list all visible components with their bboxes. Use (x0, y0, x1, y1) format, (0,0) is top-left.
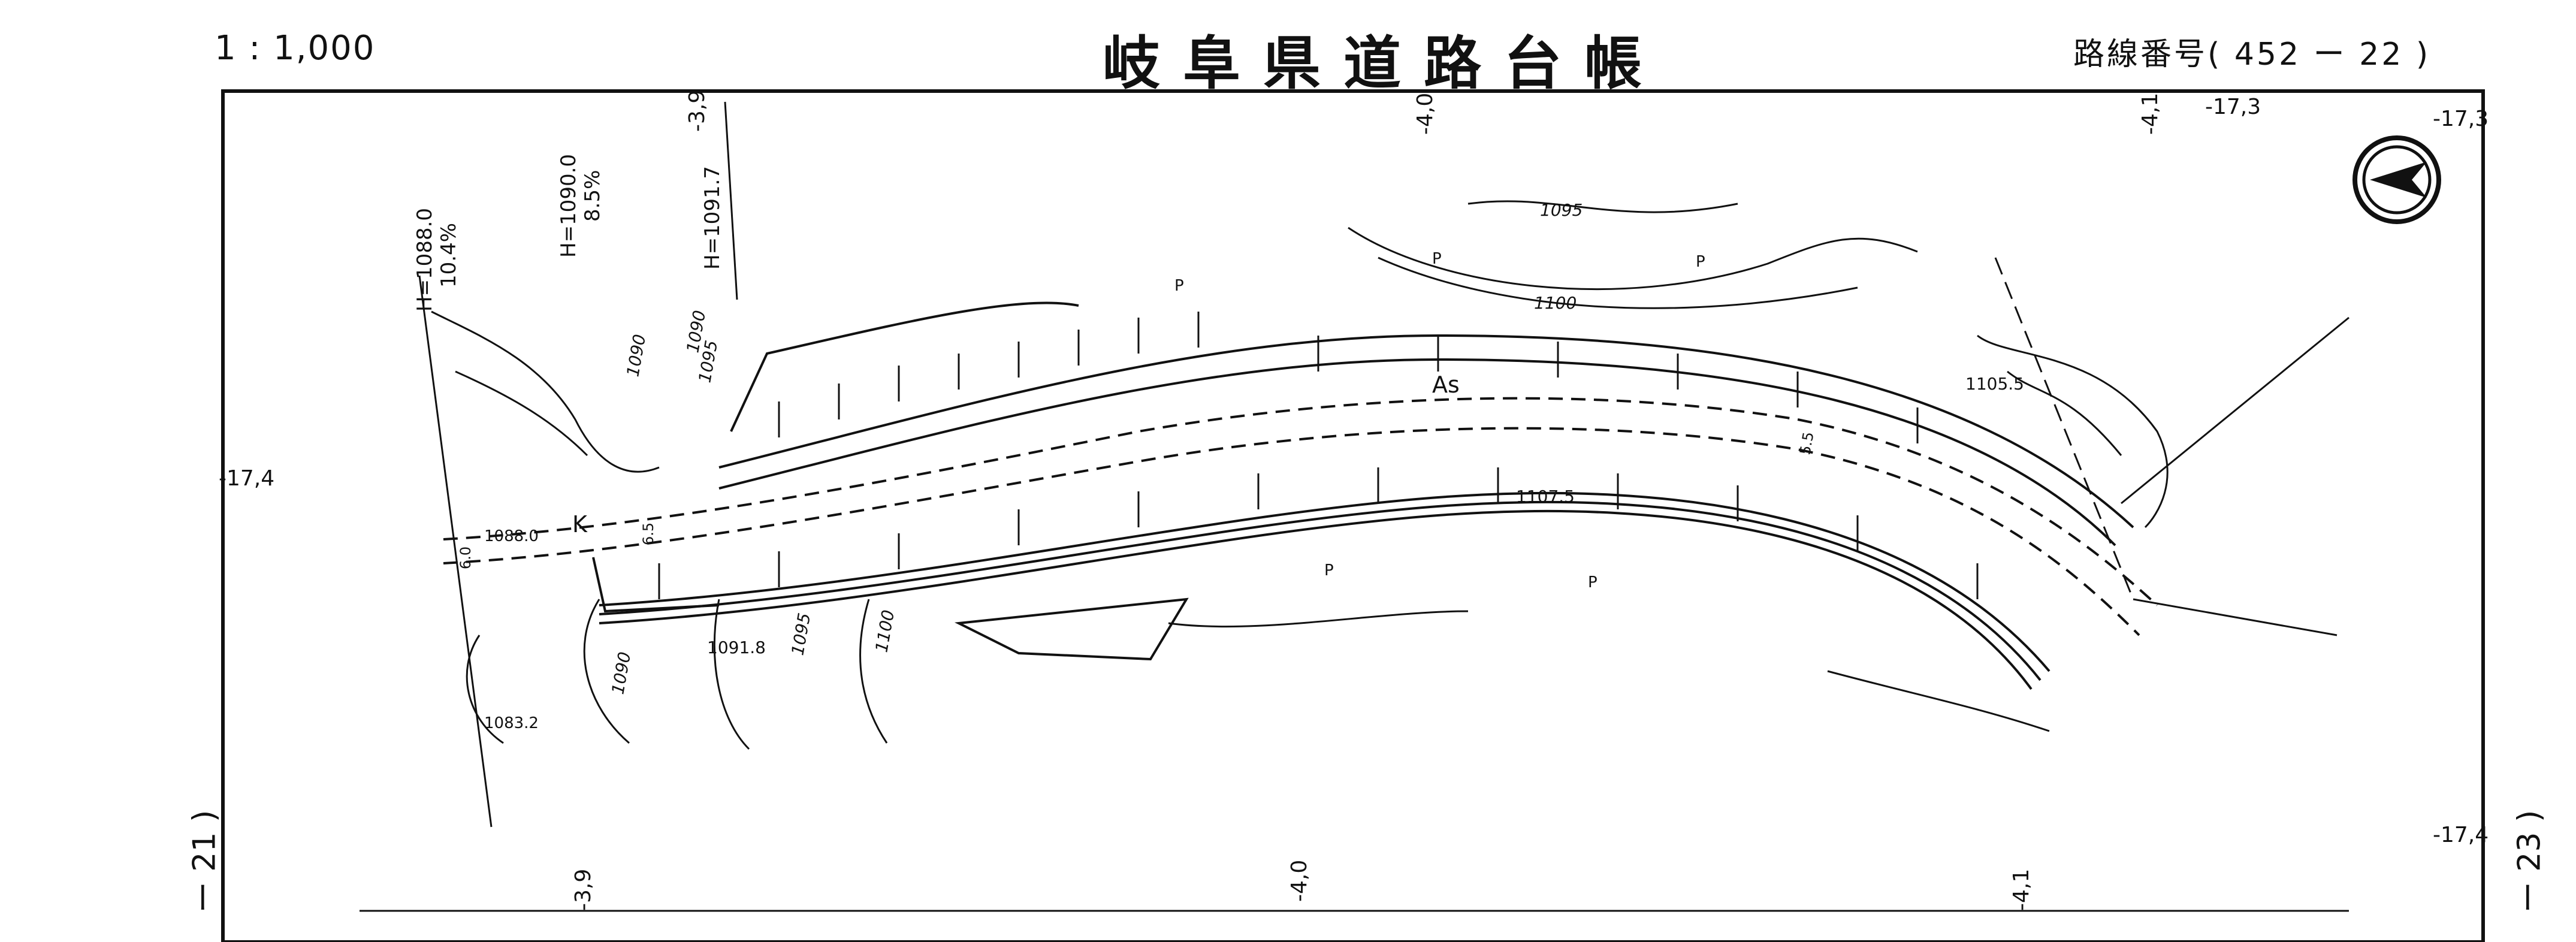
north-arrow-icon (2352, 135, 2441, 224)
curve-elevation: H=1090.0 (557, 154, 581, 258)
top-marker: -17,3 (2205, 95, 2261, 119)
curve-elevation: H=1091.7 (700, 166, 724, 270)
page-title: 岐阜県道路台帳 (1103, 30, 1665, 97)
curve-grade: 10.4% (437, 223, 461, 288)
contour-label: 1090 (623, 333, 650, 378)
road-width: 5.5 (1796, 431, 1817, 456)
contour-lines (431, 200, 2169, 750)
road-width: 6.5 (640, 523, 657, 545)
curve-grade: 8.5% (581, 170, 605, 222)
earthwork-outlines (592, 301, 1189, 661)
side-marker: -17,4 (2433, 823, 2489, 847)
map-labels: -3,9 -4,0 -4,1 -17,3 -17,3 -3,9 -4,0 -4,… (219, 90, 2489, 911)
vegetation-symbol: P (1324, 561, 1334, 579)
contour-label: 1090 (608, 650, 635, 696)
top-marker: -17,3 (2433, 107, 2489, 131)
contour-label: 1095 (1540, 200, 1583, 220)
contour-label: 1100 (871, 608, 898, 654)
map-frame (221, 89, 2485, 942)
top-marker: -4,0 (1413, 93, 1438, 135)
road-type-label: K (572, 511, 588, 538)
top-marker: -3,9 (685, 90, 709, 132)
spot-height: 1091.8 (707, 638, 766, 657)
bottom-marker: -4,0 (1287, 860, 1312, 902)
spot-height: 1088.0 (484, 527, 539, 545)
bottom-marker: -3,9 (571, 869, 596, 911)
contour-label: 1095 (787, 611, 814, 657)
road-width: 6.0 (457, 547, 474, 569)
top-marker: -4,1 (2138, 93, 2163, 135)
vegetation-symbol: P (1432, 250, 1442, 268)
vegetation-symbol: P (1696, 253, 1705, 271)
map-scale: 1 : 1,000 (215, 29, 376, 68)
curve-elevation: H=1088.0 (413, 208, 437, 312)
route-label: 路線番号 (2073, 37, 2208, 73)
road-surface-label: As (1432, 372, 1460, 398)
spot-height: 1083.2 (484, 714, 539, 732)
road-edges (443, 334, 2158, 690)
side-marker: -17,4 (219, 466, 274, 491)
contour-label: 1100 (1534, 293, 1577, 313)
vegetation-symbol: P (1174, 277, 1184, 295)
slope-hatching (658, 312, 1979, 599)
bottom-marker: -4,1 (2009, 869, 2034, 911)
vegetation-symbol: P (1588, 573, 1597, 591)
route-value: ( 452 ー 22 ) (2207, 37, 2431, 73)
spot-height: 1107.5 (1516, 487, 1575, 506)
spot-height: 1105.5 (1965, 374, 2024, 394)
leader-lines (418, 101, 2349, 828)
route-number: 路線番号( 452 ー 22 ) (2073, 29, 2430, 74)
